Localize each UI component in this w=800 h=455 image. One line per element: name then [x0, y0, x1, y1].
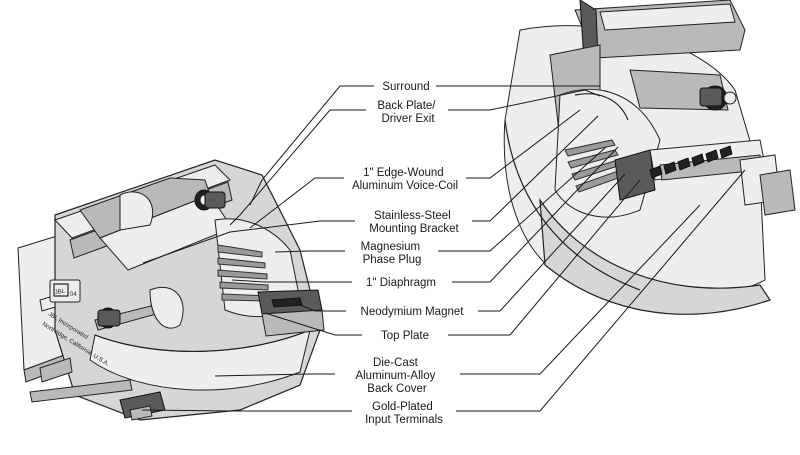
label-input-terminals: Gold-Plated Input Terminals [365, 401, 443, 426]
label-surround: Surround [382, 81, 429, 93]
left-driver-illustration: JBL 04 JBL Incorporated Northridge, Cali… [17, 159, 325, 421]
label-back-cover-line-3: Back Cover [367, 383, 427, 395]
label-phase-plug-line-1: Magnesium [361, 241, 420, 253]
label-phase-plug: Magnesium Phase Plug [361, 241, 424, 266]
callout-labels: Surround Back Plate/ Driver Exit 1" Edge… [352, 81, 464, 426]
label-back-cover-line-2: Aluminum-Alloy [355, 370, 435, 382]
label-magnet-line-1: Neodymium Magnet [361, 306, 465, 318]
label-top-plate-line-1: Top Plate [381, 330, 429, 342]
label-mounting-bracket: Stainless-Steel Mounting Bracket [369, 210, 459, 235]
label-voice-coil-line-1: 1" Edge-Wound [363, 167, 444, 179]
leader-lines [141, 85, 746, 412]
label-diaphragm-line-1: 1" Diaphragm [366, 277, 436, 289]
label-input-terminals-line-2: Input Terminals [365, 414, 443, 426]
label-back-plate: Back Plate/ Driver Exit [377, 100, 438, 125]
label-input-terminals-line-1: Gold-Plated [372, 401, 433, 413]
label-mounting-bracket-line-2: Mounting Bracket [369, 223, 459, 235]
right-terminal-springs [649, 145, 733, 179]
label-back-plate-line-1: Back Plate/ [377, 100, 436, 112]
left-phase-plug-fins [217, 244, 269, 302]
label-surround-line-1: Surround [382, 81, 429, 93]
label-mounting-bracket-line-1: Stainless-Steel [374, 210, 451, 222]
label-back-cover: Die-Cast Aluminum-Alloy Back Cover [355, 357, 438, 395]
label-voice-coil-line-2: Aluminum Voice-Coil [352, 180, 458, 192]
label-back-plate-line-2: Driver Exit [381, 113, 435, 125]
logo-badge-text: JBL [54, 289, 66, 296]
label-diaphragm: 1" Diaphragm [366, 277, 436, 289]
right-driver-illustration [503, 0, 796, 315]
label-back-cover-line-1: Die-Cast [373, 357, 419, 369]
model-number-text: 04 [70, 292, 77, 298]
label-magnet: Neodymium Magnet [361, 306, 465, 318]
label-top-plate: Top Plate [381, 330, 429, 342]
label-phase-plug-line-2: Phase Plug [363, 254, 422, 266]
label-voice-coil: 1" Edge-Wound Aluminum Voice-Coil [352, 167, 458, 192]
